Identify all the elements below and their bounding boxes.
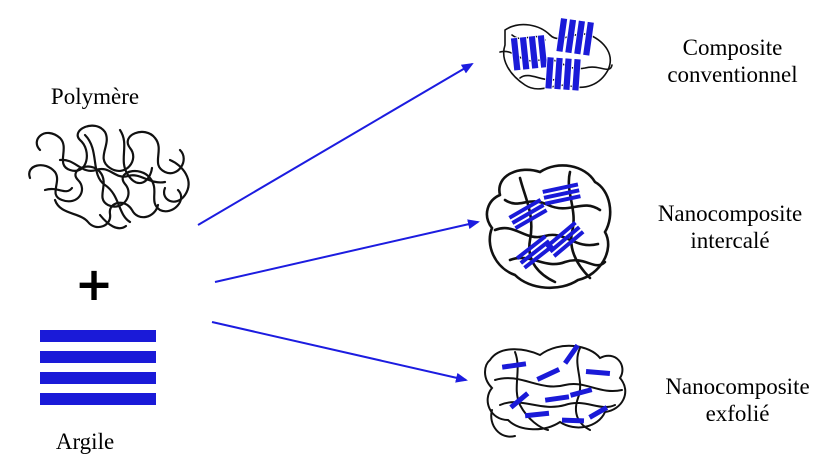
output-label-line2: intercalé xyxy=(630,227,830,254)
output-label-line1: Nanocomposite xyxy=(640,373,835,400)
output-label-line1: Composite xyxy=(635,34,830,61)
plus-sign: + xyxy=(75,257,114,311)
polymer-label: Polymère xyxy=(30,83,160,110)
polymer-tangle-icon xyxy=(29,126,188,229)
output-label-line2: conventionnel xyxy=(635,61,830,88)
output-label-line2: exfolié xyxy=(640,400,835,427)
clay-label: Argile xyxy=(30,428,140,455)
output-label-conventional: Composite conventionnel xyxy=(635,34,830,88)
conventional-composite-icon xyxy=(500,18,612,91)
output-label-exfoliated: Nanocomposite exfolié xyxy=(640,373,835,427)
arrow-to-exfoliated xyxy=(212,322,466,380)
exfoliated-nanocomposite-icon xyxy=(485,344,625,437)
intercalated-nanocomposite-icon xyxy=(487,165,610,287)
arrow-to-intercalated xyxy=(215,222,478,282)
output-label-intercalated: Nanocomposite intercalé xyxy=(630,200,830,254)
output-label-line1: Nanocomposite xyxy=(630,200,830,227)
clay-layers-icon xyxy=(40,330,156,405)
arrow-to-conventional xyxy=(198,64,472,225)
